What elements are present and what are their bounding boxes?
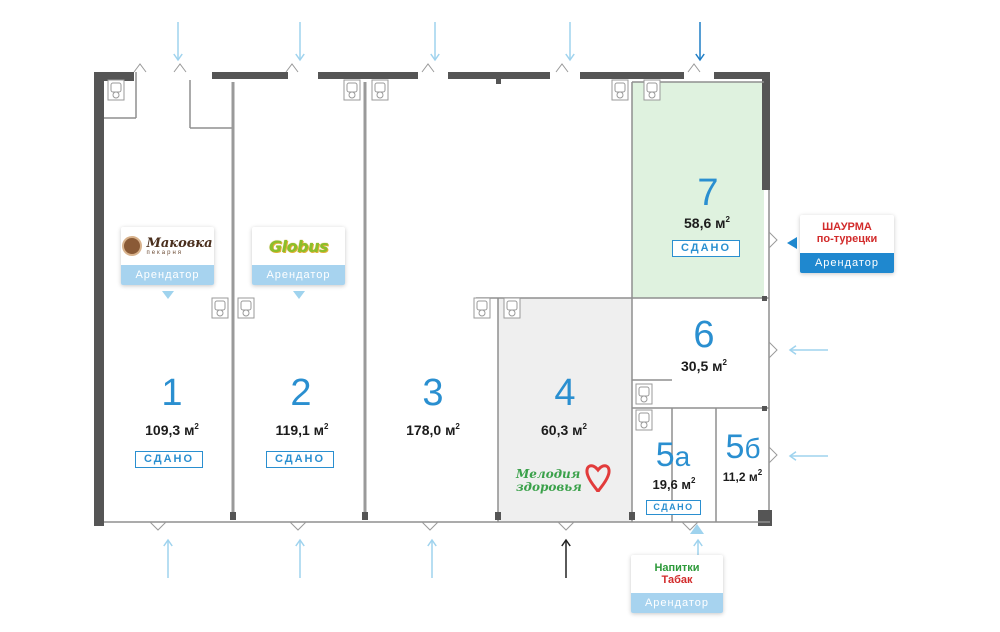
shaurma-logo-line2: по-турецки [816, 233, 878, 245]
unit-2-number: 2 [290, 372, 312, 414]
restroom-fixture-0 [107, 79, 125, 101]
drinks-logo: Напитки Табак [631, 555, 723, 593]
top-entrance-arrow-4 [695, 22, 705, 62]
unit-5a-number: 5а [655, 436, 691, 474]
unit-3-area: 178,0 м2 [406, 422, 460, 438]
unit-1-number: 1 [161, 372, 183, 414]
restroom-fixture-1 [611, 79, 629, 101]
bottom-entrance-arrow-1 [295, 538, 305, 578]
top-door-2 [285, 63, 299, 73]
melodia-heart-icon [585, 464, 611, 493]
bottom-entrance-arrow-2 [427, 538, 437, 578]
top-entrance-arrow-1 [295, 22, 305, 62]
unit-7-area: 58,6 м2 [684, 215, 730, 231]
unit-1-area: 109,3 м2 [145, 422, 199, 438]
drinks-pointer-arrow [690, 524, 704, 534]
unit-4-area: 60,3 м2 [541, 422, 587, 438]
unit-4-number: 4 [554, 372, 576, 414]
shaurma-logo: ШАУРМА по-турецки [800, 215, 894, 253]
tenant-card-drinks: Напитки Табак Арендатор [631, 555, 723, 613]
bottom-door-0 [149, 521, 167, 531]
tenant-card-shaurma: ШАУРМА по-турецки Арендатор [800, 215, 894, 273]
right-door-1 [768, 341, 778, 359]
restroom-fixture-9 [635, 383, 653, 405]
restroom-fixtures [107, 79, 661, 431]
right-door-2 [768, 446, 778, 464]
right-entrance-arrow-0 [788, 345, 828, 355]
unit-6-area: 30,5 м2 [681, 358, 727, 374]
makovka-logo-icon [122, 236, 143, 256]
unit-7-fill [632, 82, 764, 298]
unit-2-area: 119,1 м2 [275, 422, 329, 438]
shaurma-tenant-tag: Арендатор [800, 253, 894, 273]
top-door-4 [555, 63, 569, 73]
restroom-fixture-8 [503, 297, 521, 319]
restroom-fixture-2 [643, 79, 661, 101]
unit-7-number: 7 [697, 172, 719, 214]
drinks-tenant-tag: Арендатор [631, 593, 723, 613]
makovka-logo: Маковка пекарня [121, 227, 214, 265]
restroom-fixture-4 [371, 79, 389, 101]
unit-6-number: 6 [693, 314, 715, 356]
right-door-0 [768, 231, 778, 249]
makovka-pointer-arrow [162, 291, 174, 299]
bottom-entrance-arrow-0 [163, 538, 173, 578]
unit-5b-area: 11,2 м2 [722, 468, 763, 484]
restroom-fixture-5 [211, 297, 229, 319]
globus-tenant-tag: Арендатор [252, 265, 345, 285]
globus-logo-name: Globus [269, 236, 328, 256]
bottom-door-3 [557, 521, 575, 531]
top-door-1 [173, 63, 187, 73]
melodia-logo: Мелодия здоровья [516, 468, 596, 493]
restroom-fixture-6 [237, 297, 255, 319]
unit-2-status-badge: СДАНО [266, 451, 334, 468]
makovka-logo-name: Маковка [146, 235, 213, 251]
restroom-fixture-3 [343, 79, 361, 101]
restroom-fixture-7 [473, 297, 491, 319]
tenant-card-makovka: Маковка пекарня Арендатор [121, 227, 214, 285]
bottom-door-2 [421, 521, 439, 531]
drinks-logo-line2: Табак [661, 574, 693, 586]
unit-3-number: 3 [422, 372, 444, 414]
shaurma-pointer-arrow [787, 237, 797, 249]
globus-logo: Globus [252, 227, 345, 265]
doors [133, 63, 778, 531]
top-door-3 [421, 63, 435, 73]
drinks-logo-line1: Напитки [654, 561, 700, 574]
unit-5a-area: 19,6 м2 [652, 476, 696, 492]
bottom-entrance-arrow-3 [561, 538, 571, 578]
melodia-logo-line1: Мелодия [516, 467, 581, 481]
makovka-logo-sub: пекарня [146, 249, 184, 256]
restroom-fixture-10 [635, 409, 653, 431]
bottom-door-4 [681, 521, 699, 531]
tenant-card-globus: Globus Арендатор [252, 227, 345, 285]
top-door-0 [133, 63, 147, 73]
top-entrance-arrow-2 [430, 22, 440, 62]
top-door-5 [687, 63, 701, 73]
melodia-logo-line2: здоровья [516, 479, 582, 494]
wall-posts [230, 79, 767, 520]
partition-walls [231, 82, 367, 512]
top-entrance-arrow-0 [173, 22, 183, 62]
makovka-tenant-tag: Арендатор [121, 265, 214, 285]
top-entrance-arrow-3 [565, 22, 575, 62]
unit-4-fill [498, 298, 632, 522]
right-entrance-arrow-1 [788, 451, 828, 461]
unit-5a-status-badge: СДАНО [646, 500, 701, 515]
unit-7-status-badge: СДАНО [672, 240, 740, 257]
globus-pointer-arrow [293, 291, 305, 299]
unit-5b-number: 5б [725, 428, 761, 466]
bottom-door-1 [289, 521, 307, 531]
unit-1-status-badge: СДАНО [135, 451, 203, 468]
shaurma-logo-line1: ШАУРМА [822, 221, 872, 234]
